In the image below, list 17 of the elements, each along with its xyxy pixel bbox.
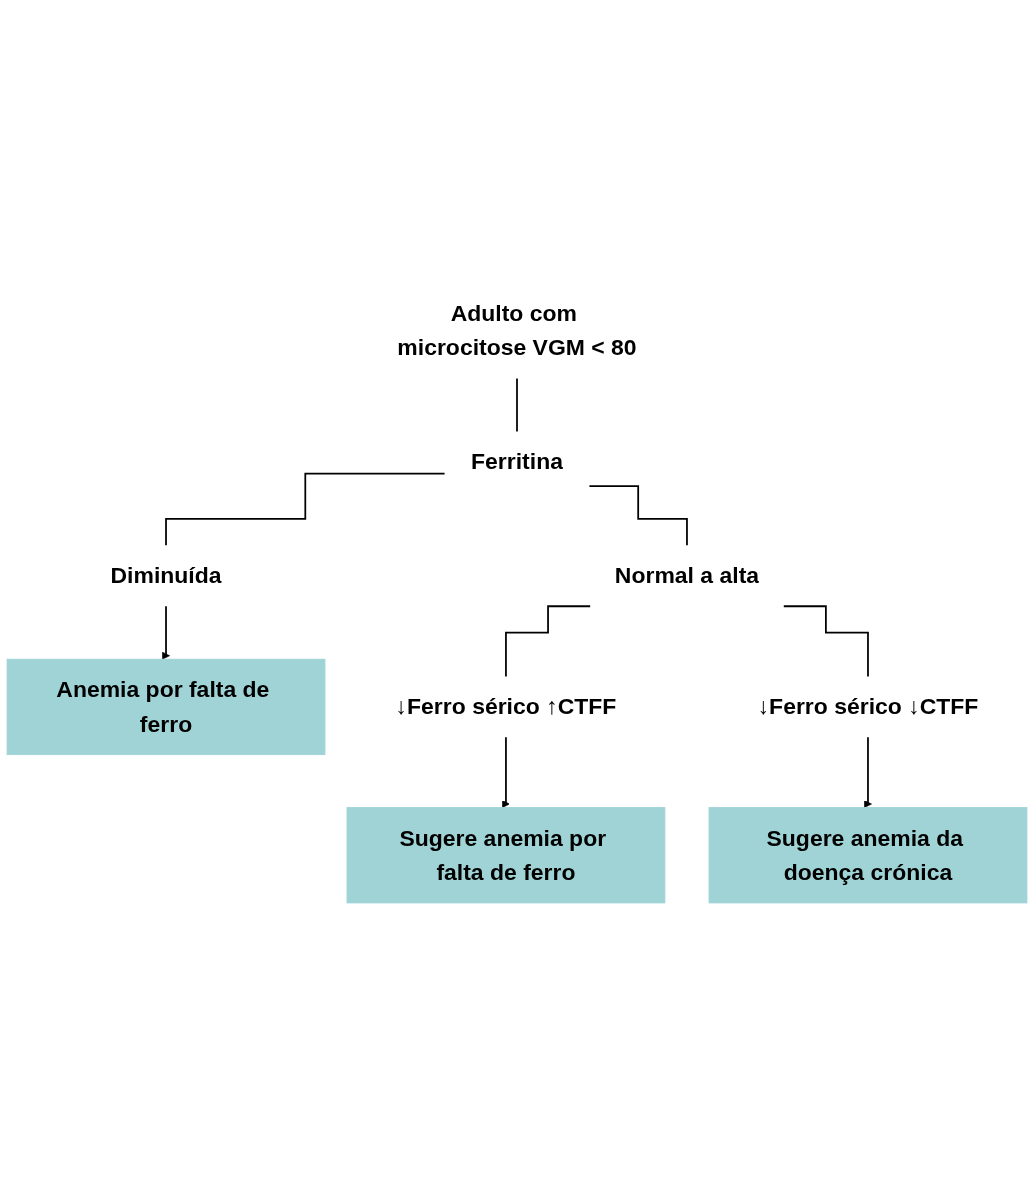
connector (782, 605, 869, 678)
node-box: Sugere anemia por falta de ferro (346, 807, 666, 904)
node-text: Adulto com microcitose VGM < 80 (397, 299, 637, 361)
node-box: Sugere anemia da doença crónica (708, 807, 1028, 904)
node-text: Ferritina (471, 448, 563, 475)
connector (165, 472, 446, 547)
node-text: ↓Ferro sérico ↓CTFF (757, 693, 979, 720)
node-text: ↓Ferro sérico ↑CTFF (395, 693, 617, 720)
node-text: Diminuída (110, 562, 222, 589)
connector (588, 485, 688, 547)
node-box: Anemia por falta de ferro (6, 658, 326, 756)
connector (516, 377, 518, 433)
node-text: Normal a alta (614, 562, 760, 589)
arrow (502, 736, 510, 808)
connector (505, 605, 592, 678)
arrow (864, 736, 872, 808)
arrow (162, 605, 170, 660)
